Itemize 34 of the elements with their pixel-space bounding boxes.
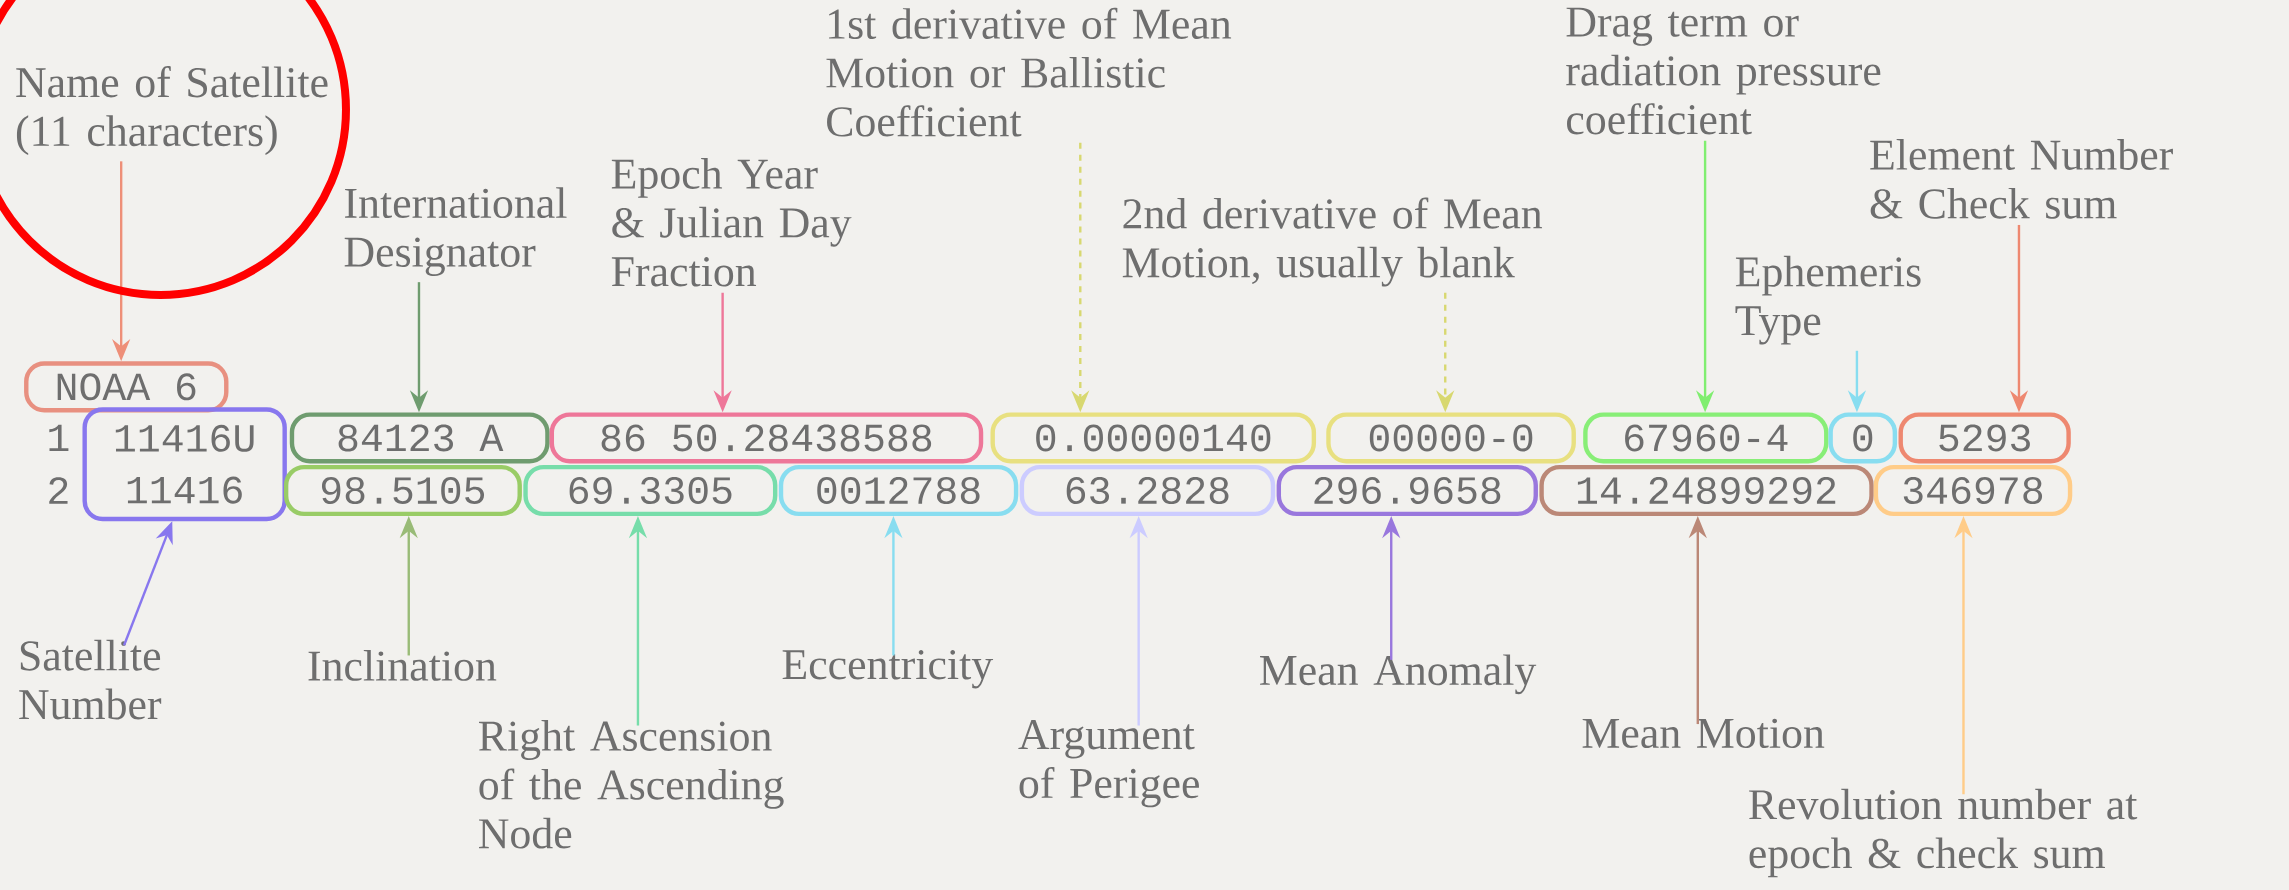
field-label: Element Number & Check sum	[1870, 138, 2173, 219]
field-label: Right Ascension of the Ascending Node	[479, 719, 784, 849]
field-label: Satellite Number	[19, 639, 162, 720]
field-box: 0012788	[778, 464, 1019, 516]
field-box: 69.3305	[523, 464, 778, 516]
field-label: Eccentricity	[782, 649, 994, 689]
field-label: Inclination	[308, 649, 497, 681]
field-label: 1st derivative of Mean Motion or Ballistic Coefficient	[826, 7, 1232, 137]
field-label: International Designator	[344, 187, 567, 276]
field-box: 0.00000140	[990, 412, 1317, 464]
field-box: 0	[1828, 412, 1898, 464]
field-box: 67960-4	[1583, 412, 1829, 464]
field-box: 5293	[1898, 412, 2071, 464]
field-label: 2nd derivative of Mean Motion, usually blank	[1122, 197, 1542, 287]
field-label: Drag term or radiation pressure coefficient	[1566, 7, 1881, 135]
field-label: Mean Motion	[1582, 718, 1825, 748]
field-label: Revolution number at epoch & check sum	[1749, 788, 2138, 878]
line-number: 1	[49, 424, 69, 451]
field-box: 98.5105	[283, 464, 522, 516]
field-box: 296.9658	[1276, 464, 1538, 516]
field-box: 86 50.28438588	[549, 412, 984, 464]
field-box: 63.2828	[1019, 464, 1276, 516]
field-box: 11416U 11416	[82, 407, 287, 521]
field-label: Mean Anomaly	[1260, 654, 1537, 695]
field-box: 346978	[1873, 464, 2073, 516]
field-box: 00000-0	[1326, 412, 1576, 464]
field-box: NOAA 6	[24, 361, 229, 413]
line-number: 2	[49, 476, 68, 504]
field-box: 84123 A	[289, 412, 550, 464]
field-box: 14.24899292	[1539, 464, 1874, 516]
field-label: Name of Satellite (11 characters)	[16, 65, 328, 155]
field-label: Argument of Perigee	[1018, 719, 1199, 808]
field-label: Epoch Year & Julian Day Fraction	[611, 157, 852, 287]
field-label: Ephemeris Type	[1735, 255, 1921, 345]
